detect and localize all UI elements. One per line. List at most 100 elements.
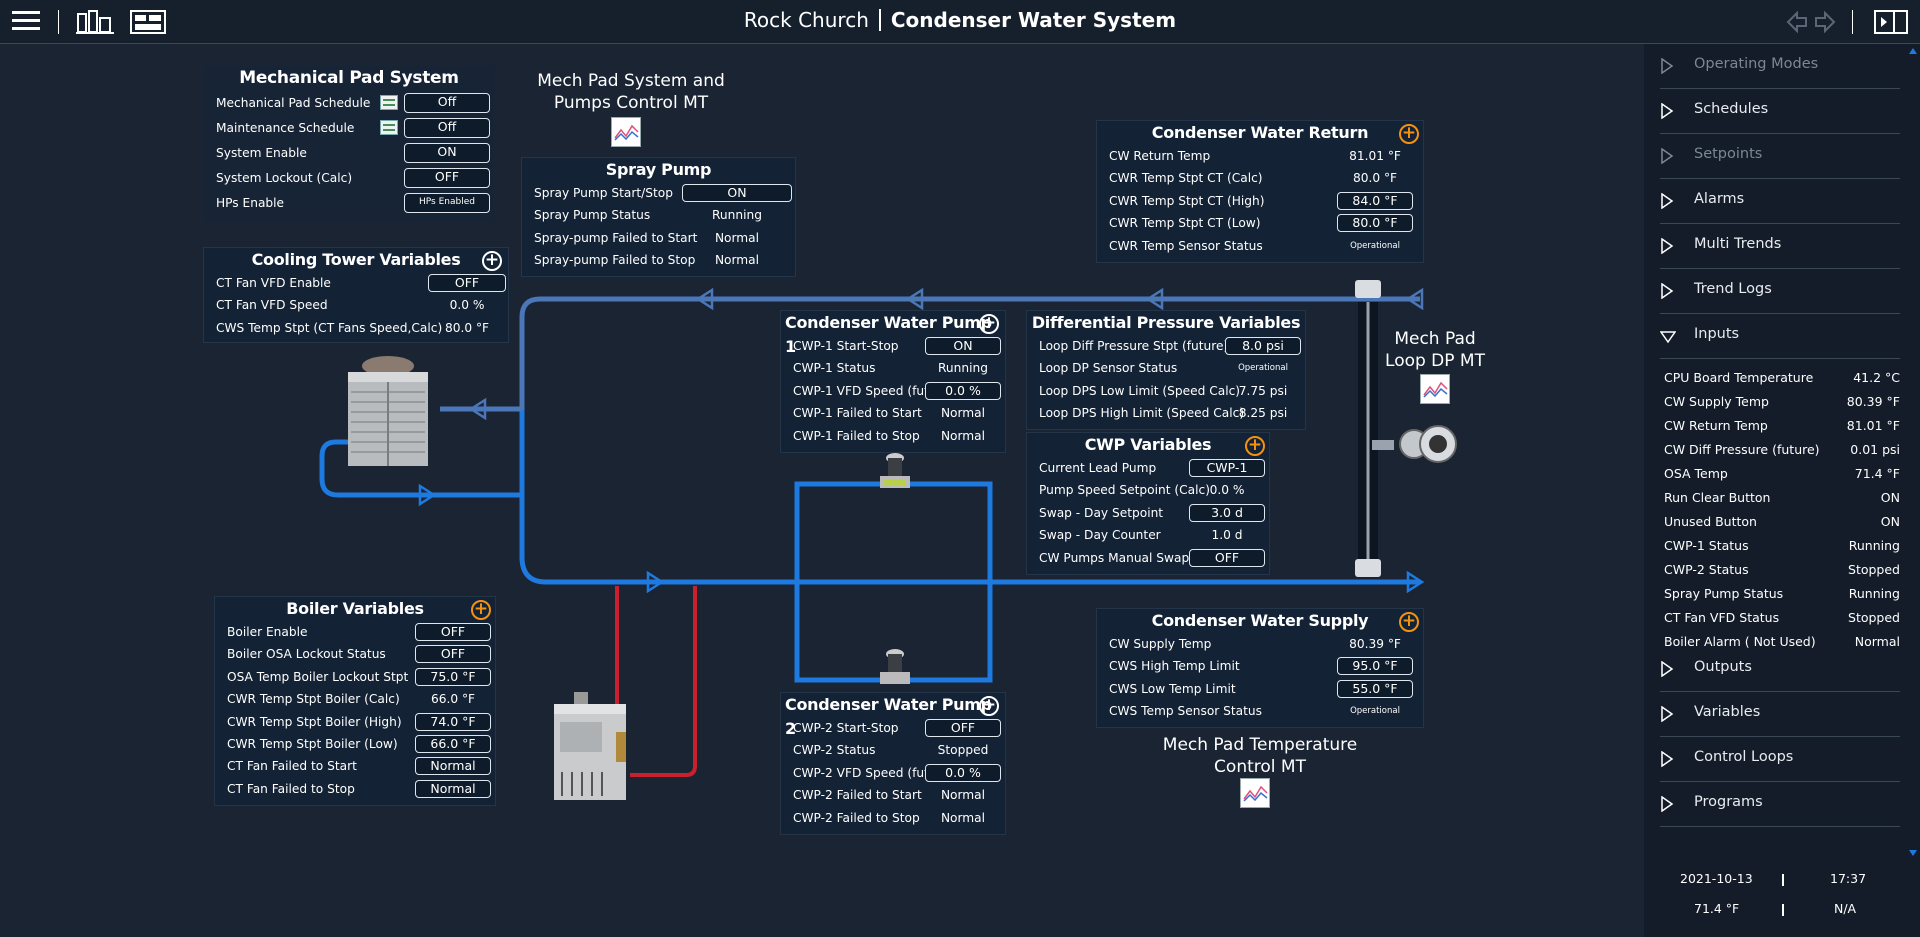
mech-pad-schedule-row: Mechanical Pad Schedule Off (204, 90, 494, 115)
swap-day-stpt-value[interactable]: 3.0 d (1189, 503, 1265, 522)
mech-trend-title: Mech Pad System and Pumps Control MT (537, 71, 725, 113)
trend-chart-icon[interactable] (1420, 374, 1450, 404)
pump-2-image[interactable] (878, 648, 912, 688)
buildings-icon[interactable] (76, 10, 114, 38)
boiler-enable-value[interactable]: OFF (415, 623, 491, 641)
current-lead-pump-value[interactable]: CWP-1 (1189, 459, 1265, 477)
sidebar-item-schedules[interactable]: Schedules (1660, 89, 1900, 134)
sidebar-item-programs[interactable]: Programs (1660, 782, 1900, 827)
system-lockout-value[interactable]: OFF (404, 168, 490, 188)
expand-plus-icon[interactable]: + (1245, 436, 1265, 456)
manual-swap-value[interactable]: OFF (1189, 548, 1265, 567)
floorplan-icon[interactable] (130, 10, 166, 38)
maintenance-schedule-value[interactable]: Off (404, 118, 490, 138)
expand-plus-icon[interactable]: + (1399, 612, 1419, 632)
row-label: CWR Temp Stpt Boiler (Calc) (227, 692, 400, 707)
sidebar-item-multi-trends[interactable]: Multi Trends (1660, 224, 1900, 269)
mech-pad-schedule-value[interactable]: Off (404, 93, 490, 113)
sidebar-item-setpoints[interactable]: Setpoints (1660, 134, 1900, 179)
cws-high-limit-value[interactable]: 95.0 °F (1337, 657, 1413, 676)
cwr-stpt-low-row: CWR Temp Stpt CT (Low)80.0 °F (1097, 212, 1423, 234)
input-row[interactable]: CW Diff Pressure (future)0.01 psi (1664, 442, 1900, 466)
row-label: Swap - Day Counter (1039, 528, 1161, 543)
ct-fan-enable-value[interactable]: OFF (428, 274, 506, 292)
cws-low-limit-value[interactable]: 55.0 °F (1337, 679, 1413, 698)
pump-1-image[interactable] (878, 452, 912, 492)
sidebar-scrollbar[interactable] (1906, 44, 1920, 937)
trend-chart-icon[interactable] (611, 117, 641, 147)
cws-temp-stpt-value: 80.0 °F (444, 320, 490, 335)
panel-toggle-icon[interactable] (1874, 10, 1908, 38)
scroll-up-icon[interactable] (1909, 48, 1917, 54)
expand-plus-icon[interactable]: + (979, 314, 999, 334)
cwp2-start-stop-value[interactable]: OFF (925, 719, 1001, 737)
panel-title: Condenser Water Return (1151, 123, 1369, 142)
sidebar-item-control-loops[interactable]: Control Loops (1660, 737, 1900, 782)
sidebar-item-alarms[interactable]: Alarms (1660, 179, 1900, 224)
expand-plus-icon[interactable]: + (471, 600, 491, 620)
input-row[interactable]: Boiler Alarm ( Not Used)Normal (1664, 634, 1900, 658)
cwp2-vfd-speed-value[interactable]: 0.0 % (925, 763, 1001, 782)
loop-dp-stpt-value[interactable]: 8.0 psi (1225, 337, 1301, 355)
cwr-stpt-low-value[interactable]: 80.0 °F (1337, 214, 1413, 233)
menu-icon[interactable] (12, 10, 40, 32)
calendar-icon[interactable] (380, 95, 398, 110)
spray-start-stop-value[interactable]: ON (682, 184, 792, 202)
cwp2-status-value: Stopped (937, 743, 989, 758)
input-value: 81.01 °F (1846, 418, 1900, 433)
expand-plus-icon[interactable]: + (482, 251, 502, 271)
sidebar-item-trend-logs[interactable]: Trend Logs (1660, 269, 1900, 314)
row-label: Spray Pump Status (534, 208, 651, 223)
cooling-tower-image[interactable] (343, 354, 433, 472)
expand-plus-icon[interactable]: + (1399, 124, 1419, 144)
input-label: CWP-2 Status (1664, 562, 1749, 577)
loop-dps-low-value: 7.75 psi (1238, 383, 1288, 398)
boiler-osa-lockout-value[interactable]: OFF (415, 645, 491, 664)
cwp1-start-stop-value[interactable]: ON (925, 337, 1001, 355)
row-label: CWR Temp Stpt Boiler (Low) (227, 736, 398, 751)
hps-enable-value[interactable]: HPs Enabled (404, 193, 490, 213)
dp-sensor-image[interactable] (1372, 414, 1464, 478)
boiler-image[interactable] (548, 692, 634, 804)
nav-forward-icon[interactable] (1814, 10, 1836, 37)
input-value: 71.4 °F (1854, 466, 1900, 481)
ct-fan-failed-start-value[interactable]: Normal (415, 757, 491, 776)
chevron-right-icon (1660, 282, 1674, 303)
ct-fan-failed-stop-value[interactable]: Normal (415, 779, 491, 798)
cwp1-vfd-speed-value[interactable]: 0.0 % (925, 381, 1001, 400)
cwr-boiler-high-value[interactable]: 74.0 °F (415, 712, 491, 731)
expand-plus-icon[interactable]: + (979, 696, 999, 716)
system-enable-value[interactable]: ON (404, 143, 490, 163)
sidebar-item-label: Outputs (1694, 659, 1752, 675)
osa-lockout-stpt-value[interactable]: 75.0 °F (415, 667, 491, 686)
trend-chart-icon[interactable] (1240, 778, 1270, 808)
panel-title: Cooling Tower Variables (251, 250, 461, 269)
calendar-icon[interactable] (380, 120, 398, 135)
sidebar-item-inputs[interactable]: Inputs (1659, 314, 1900, 359)
cwr-boiler-low-value[interactable]: 66.0 °F (415, 734, 491, 753)
sidebar-item-operating-modes[interactable]: Operating Modes (1660, 44, 1900, 89)
nav-back-icon[interactable] (1786, 10, 1808, 37)
row-label: Loop DPS High Limit (Speed Calc) (1039, 406, 1245, 421)
cwr-stpt-high-value[interactable]: 84.0 °F (1337, 191, 1413, 210)
sidebar-item-outputs[interactable]: Outputs (1660, 647, 1900, 692)
scroll-down-icon[interactable] (1909, 850, 1917, 856)
row-label: HPs Enable (216, 196, 285, 210)
sidebar-item-variables[interactable]: Variables (1660, 692, 1900, 737)
